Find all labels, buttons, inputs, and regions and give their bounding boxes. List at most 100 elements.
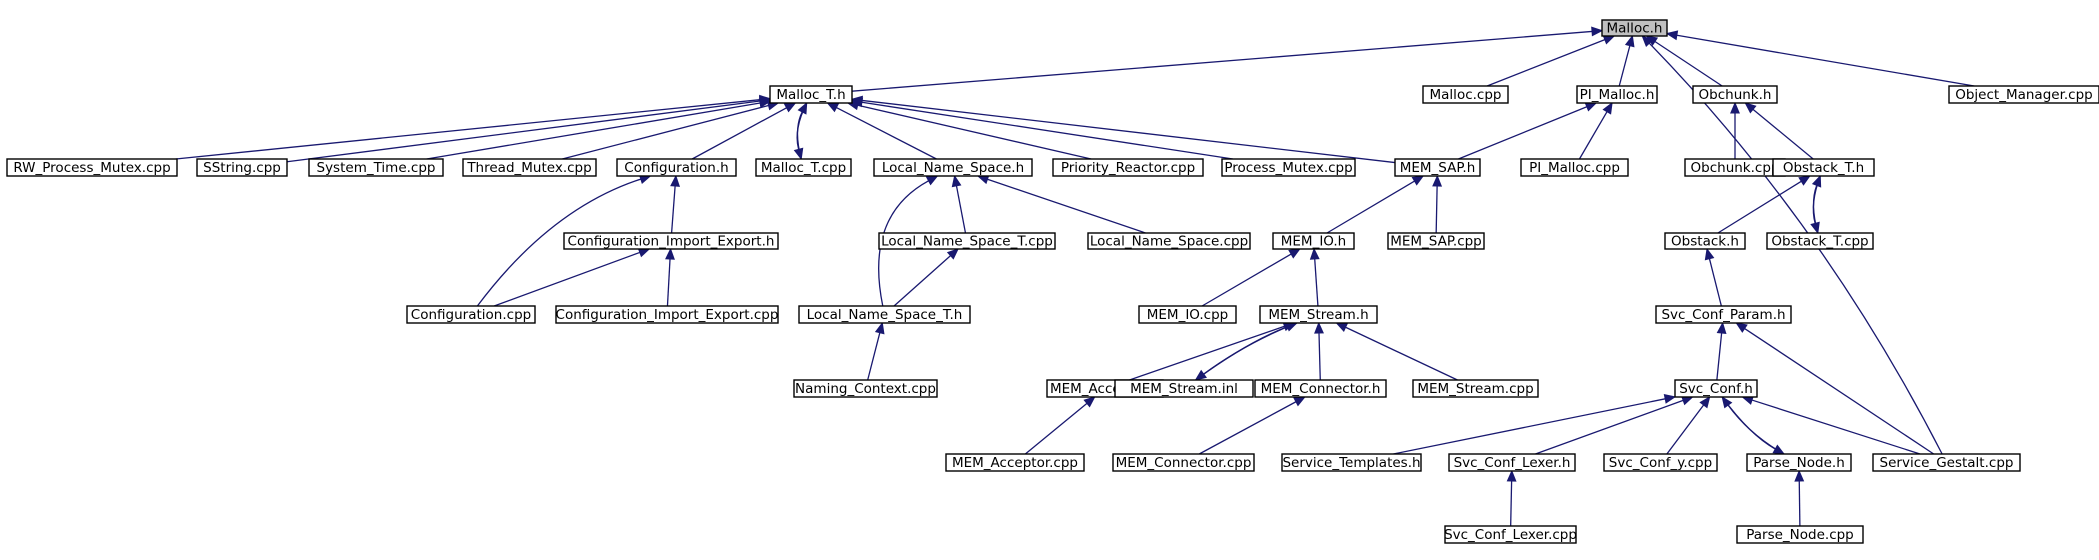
- node-label: Local_Name_Space_T.cpp: [881, 234, 1053, 250]
- edge-naming_context_cpp-to-local_name_space_t_h: [867, 321, 885, 381]
- node-mem-io-cpp[interactable]: MEM_IO.cpp: [1138, 305, 1237, 324]
- node-parse-node-cpp[interactable]: Parse_Node.cpp: [1736, 525, 1864, 544]
- arrowhead: [925, 175, 939, 186]
- node-local-name-space-h[interactable]: Local_Name_Space.h: [873, 158, 1033, 177]
- node-mem-stream-cpp[interactable]: MEM_Stream.cpp: [1412, 379, 1539, 398]
- node-malloc-cpp[interactable]: Malloc.cpp: [1422, 85, 1509, 104]
- edge-mem_stream_h-to-mem_io_h: [1309, 247, 1320, 307]
- node-priority-reactor-cpp[interactable]: Priority_Reactor.cpp: [1052, 158, 1204, 177]
- edge-line: [893, 255, 951, 307]
- node-label: Svc_Conf_Param.h: [1661, 307, 1785, 323]
- edge-line: [1024, 402, 1088, 455]
- node-configuration-cpp[interactable]: Configuration.cpp: [406, 305, 536, 324]
- node-label: Obstack_T.h: [1783, 160, 1864, 176]
- edges-layer: [175, 26, 1975, 527]
- node-box: [1692, 85, 1778, 104]
- node-mem-connector-h[interactable]: MEM_Connector.h: [1254, 379, 1387, 398]
- node-box: [755, 158, 852, 177]
- edge-line: [1812, 175, 1821, 224]
- node-svc-conf-h[interactable]: Svc_Conf.h: [1674, 379, 1758, 398]
- node-mem-acceptor-cpp[interactable]: MEM_Acceptor.cpp: [945, 453, 1085, 472]
- node-obstack-h[interactable]: Obstack.h: [1664, 232, 1746, 250]
- node-configuration-import-export-h[interactable]: Configuration_Import_Export.h: [563, 232, 779, 250]
- node-mem-stream-inl[interactable]: MEM_Stream.inl: [1114, 379, 1254, 398]
- edge-svc_conf_lexer_cpp-to-svc_conf_lexer_h: [1506, 469, 1517, 527]
- node-sstring-cpp[interactable]: SString.cpp: [196, 158, 288, 177]
- node-mem-connector-cpp[interactable]: MEM_Connector.cpp: [1112, 453, 1255, 472]
- arrowhead: [1624, 34, 1635, 48]
- node-pi-malloc-cpp[interactable]: PI_Malloc.cpp: [1520, 158, 1629, 177]
- edge-malloc_t_h-to-malloc_t_cpp: [793, 102, 808, 161]
- node-configuration-h[interactable]: Configuration.h: [616, 158, 737, 177]
- node-obchunk-h[interactable]: Obchunk.h: [1692, 85, 1778, 104]
- node-rw-process-mutex-cpp[interactable]: RW_Process_Mutex.cpp: [6, 158, 178, 177]
- arrowhead: [670, 174, 681, 187]
- node-mem-sap-h[interactable]: MEM_SAP.h: [1394, 158, 1481, 177]
- edge-obstack_t_h-to-obstack_t_cpp: [1810, 175, 1821, 235]
- node-obchunk-cpp[interactable]: Obchunk.cpp: [1684, 158, 1786, 177]
- node-configuration-import-export-cpp[interactable]: Configuration_Import_Export.cpp: [555, 305, 779, 324]
- node-malloc-t-cpp[interactable]: Malloc_T.cpp: [755, 158, 852, 177]
- edge-mem_connector_h-to-mem_stream_h: [1314, 321, 1324, 381]
- edge-line: [1717, 180, 1802, 234]
- edge-line: [955, 185, 967, 234]
- arrowhead: [1699, 395, 1711, 409]
- arrowhead: [1602, 35, 1616, 45]
- edge-mem_sap_cpp-to-mem_sap_h: [1432, 174, 1443, 234]
- node-label: MEM_SAP.h: [1400, 160, 1476, 176]
- node-mem-stream-h[interactable]: MEM_Stream.h: [1259, 305, 1378, 324]
- edge-line: [1195, 326, 1288, 381]
- edge-line: [670, 185, 676, 234]
- node-svc-conf-param-h[interactable]: Svc_Conf_Param.h: [1655, 305, 1792, 324]
- edge-line: [1721, 396, 1776, 450]
- node-box: [878, 232, 1056, 250]
- node-box: [1766, 232, 1874, 250]
- node-box: [1387, 232, 1485, 250]
- edge-mem_io_h-to-mem_sap_h: [1326, 175, 1425, 234]
- arrowhead: [1704, 247, 1715, 261]
- edge-line: [1618, 45, 1631, 87]
- arrowhead: [1432, 174, 1443, 187]
- node-system-time-cpp[interactable]: System_Time.cpp: [308, 158, 444, 177]
- edge-parse_node_cpp-to-parse_node_h: [1794, 469, 1805, 527]
- node-service-templates-h[interactable]: Service_Templates.h: [1281, 453, 1422, 472]
- edge-obchunk_cpp-to-obchunk_h: [1730, 101, 1740, 159]
- node-local-name-space-t-h[interactable]: Local_Name_Space_T.h: [798, 305, 971, 324]
- node-label: MEM_SAP.cpp: [1390, 234, 1482, 250]
- node-local-name-space-cpp[interactable]: Local_Name_Space.cpp: [1087, 232, 1251, 250]
- edge-line: [1510, 480, 1513, 527]
- node-svc-conf-y-cpp[interactable]: Svc_Conf_y.cpp: [1603, 453, 1718, 472]
- node-mem-io-h[interactable]: MEM_IO.h: [1272, 232, 1355, 250]
- node-mem-sap-cpp[interactable]: MEM_SAP.cpp: [1387, 232, 1485, 250]
- edge-line: [1435, 185, 1438, 234]
- edge-line: [562, 104, 769, 160]
- edge-object_manager_cpp-to-malloc_h: [1665, 30, 1975, 87]
- edge-line: [666, 258, 671, 307]
- edge-mem_connector_cpp-to-mem_connector_h: [1198, 396, 1306, 455]
- node-box: [1112, 453, 1255, 472]
- edge-obstack_h-to-obstack_t_h: [1717, 175, 1811, 234]
- node-thread-mutex-cpp[interactable]: Thread_Mutex.cpp: [462, 158, 597, 177]
- edge-line: [286, 100, 761, 163]
- node-svc-conf-lexer-h[interactable]: Svc_Conf_Lexer.h: [1448, 453, 1576, 472]
- node-svc-conf-lexer-cpp[interactable]: Svc_Conf_Lexer.cpp: [1444, 525, 1577, 544]
- node-obstack-t-cpp[interactable]: Obstack_T.cpp: [1766, 232, 1874, 250]
- node-pi-malloc-h[interactable]: PI_Malloc.h: [1576, 85, 1658, 104]
- node-process-mutex-cpp[interactable]: Process_Mutex.cpp: [1221, 158, 1356, 177]
- node-box: [462, 158, 597, 177]
- node-parse-node-h[interactable]: Parse_Node.h: [1746, 453, 1852, 472]
- arrowhead: [1591, 26, 1604, 37]
- node-object-manager-cpp[interactable]: Object_Manager.cpp: [1948, 85, 2099, 104]
- arrowhead: [850, 95, 864, 106]
- node-box: [6, 158, 178, 177]
- edge-line: [1198, 401, 1297, 455]
- arrowhead: [946, 248, 959, 260]
- edge-line: [796, 102, 808, 150]
- node-obstack-t-h[interactable]: Obstack_T.h: [1772, 158, 1875, 177]
- node-box: [1394, 158, 1481, 177]
- node-naming-context-cpp[interactable]: Naming_Context.cpp: [793, 379, 938, 398]
- node-local-name-space-t-cpp[interactable]: Local_Name_Space_T.cpp: [878, 232, 1056, 250]
- node-malloc-t-h[interactable]: Malloc_T.h: [769, 85, 853, 104]
- node-service-gestalt-cpp[interactable]: Service_Gestalt.cpp: [1872, 453, 2021, 472]
- edge-mem_stream_h-to-mem_stream_inl: [1194, 322, 1298, 381]
